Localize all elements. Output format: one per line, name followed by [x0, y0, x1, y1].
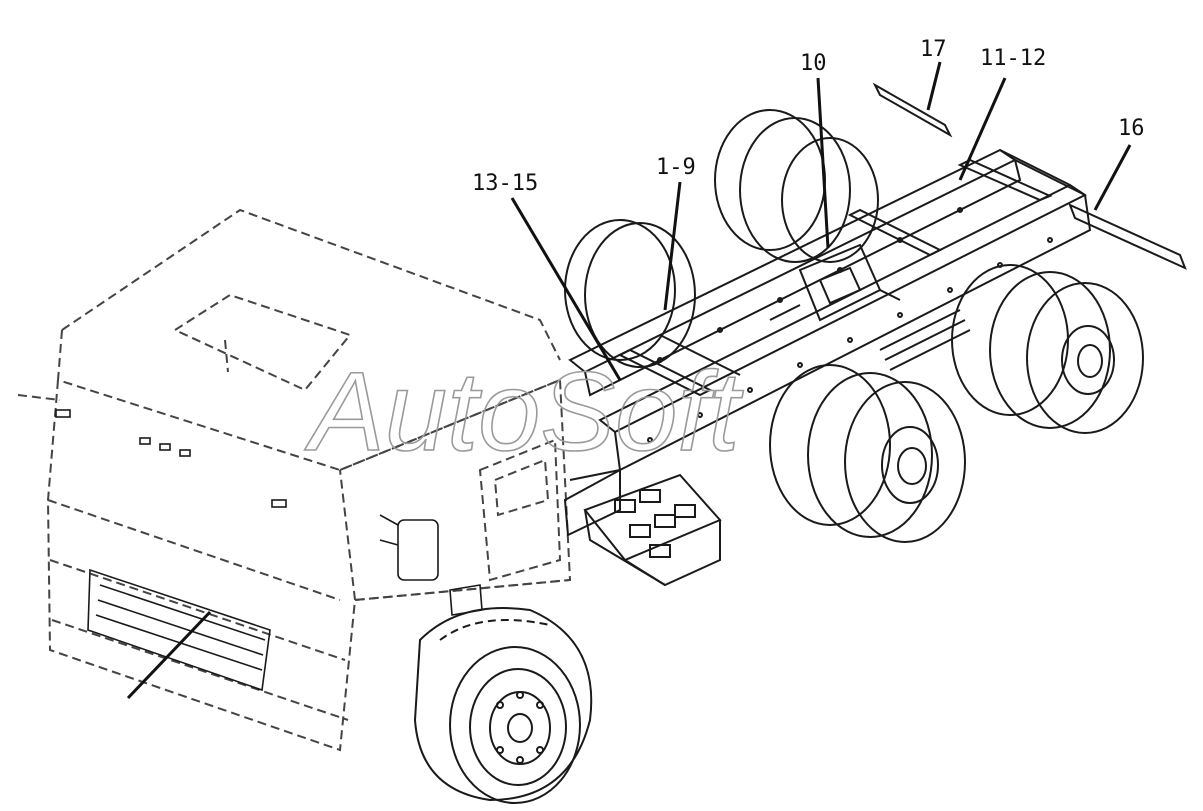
leader-1-9: [663, 181, 682, 311]
callout-10: 10: [800, 51, 827, 76]
cab-outline: [17, 208, 572, 752]
callout-13-15: 13-15: [472, 171, 538, 196]
watermark-text: AutoSoft: [304, 349, 744, 474]
leader-lines: [126, 61, 1132, 700]
leader-10: [816, 77, 830, 249]
callout-17: 17: [920, 37, 947, 62]
callout-labels: 17 10 11-12 16 13-15 1-9: [472, 37, 1145, 196]
chassis-frame: [563, 82, 1187, 537]
front-wheel: [413, 607, 593, 804]
callout-1-9: 1-9: [656, 155, 696, 180]
leader-17: [926, 61, 942, 111]
rear-wheels-far: [564, 109, 879, 368]
cab-details: [55, 409, 483, 692]
callout-11-12: 11-12: [980, 46, 1046, 71]
callout-16: 16: [1118, 116, 1145, 141]
leader-13-15: [510, 197, 622, 381]
battery-box: [583, 473, 722, 587]
rear-wheels-near: [769, 264, 1144, 543]
leader-16: [1093, 144, 1132, 211]
leader-11-12: [958, 77, 1007, 181]
leader-front: [126, 610, 212, 700]
